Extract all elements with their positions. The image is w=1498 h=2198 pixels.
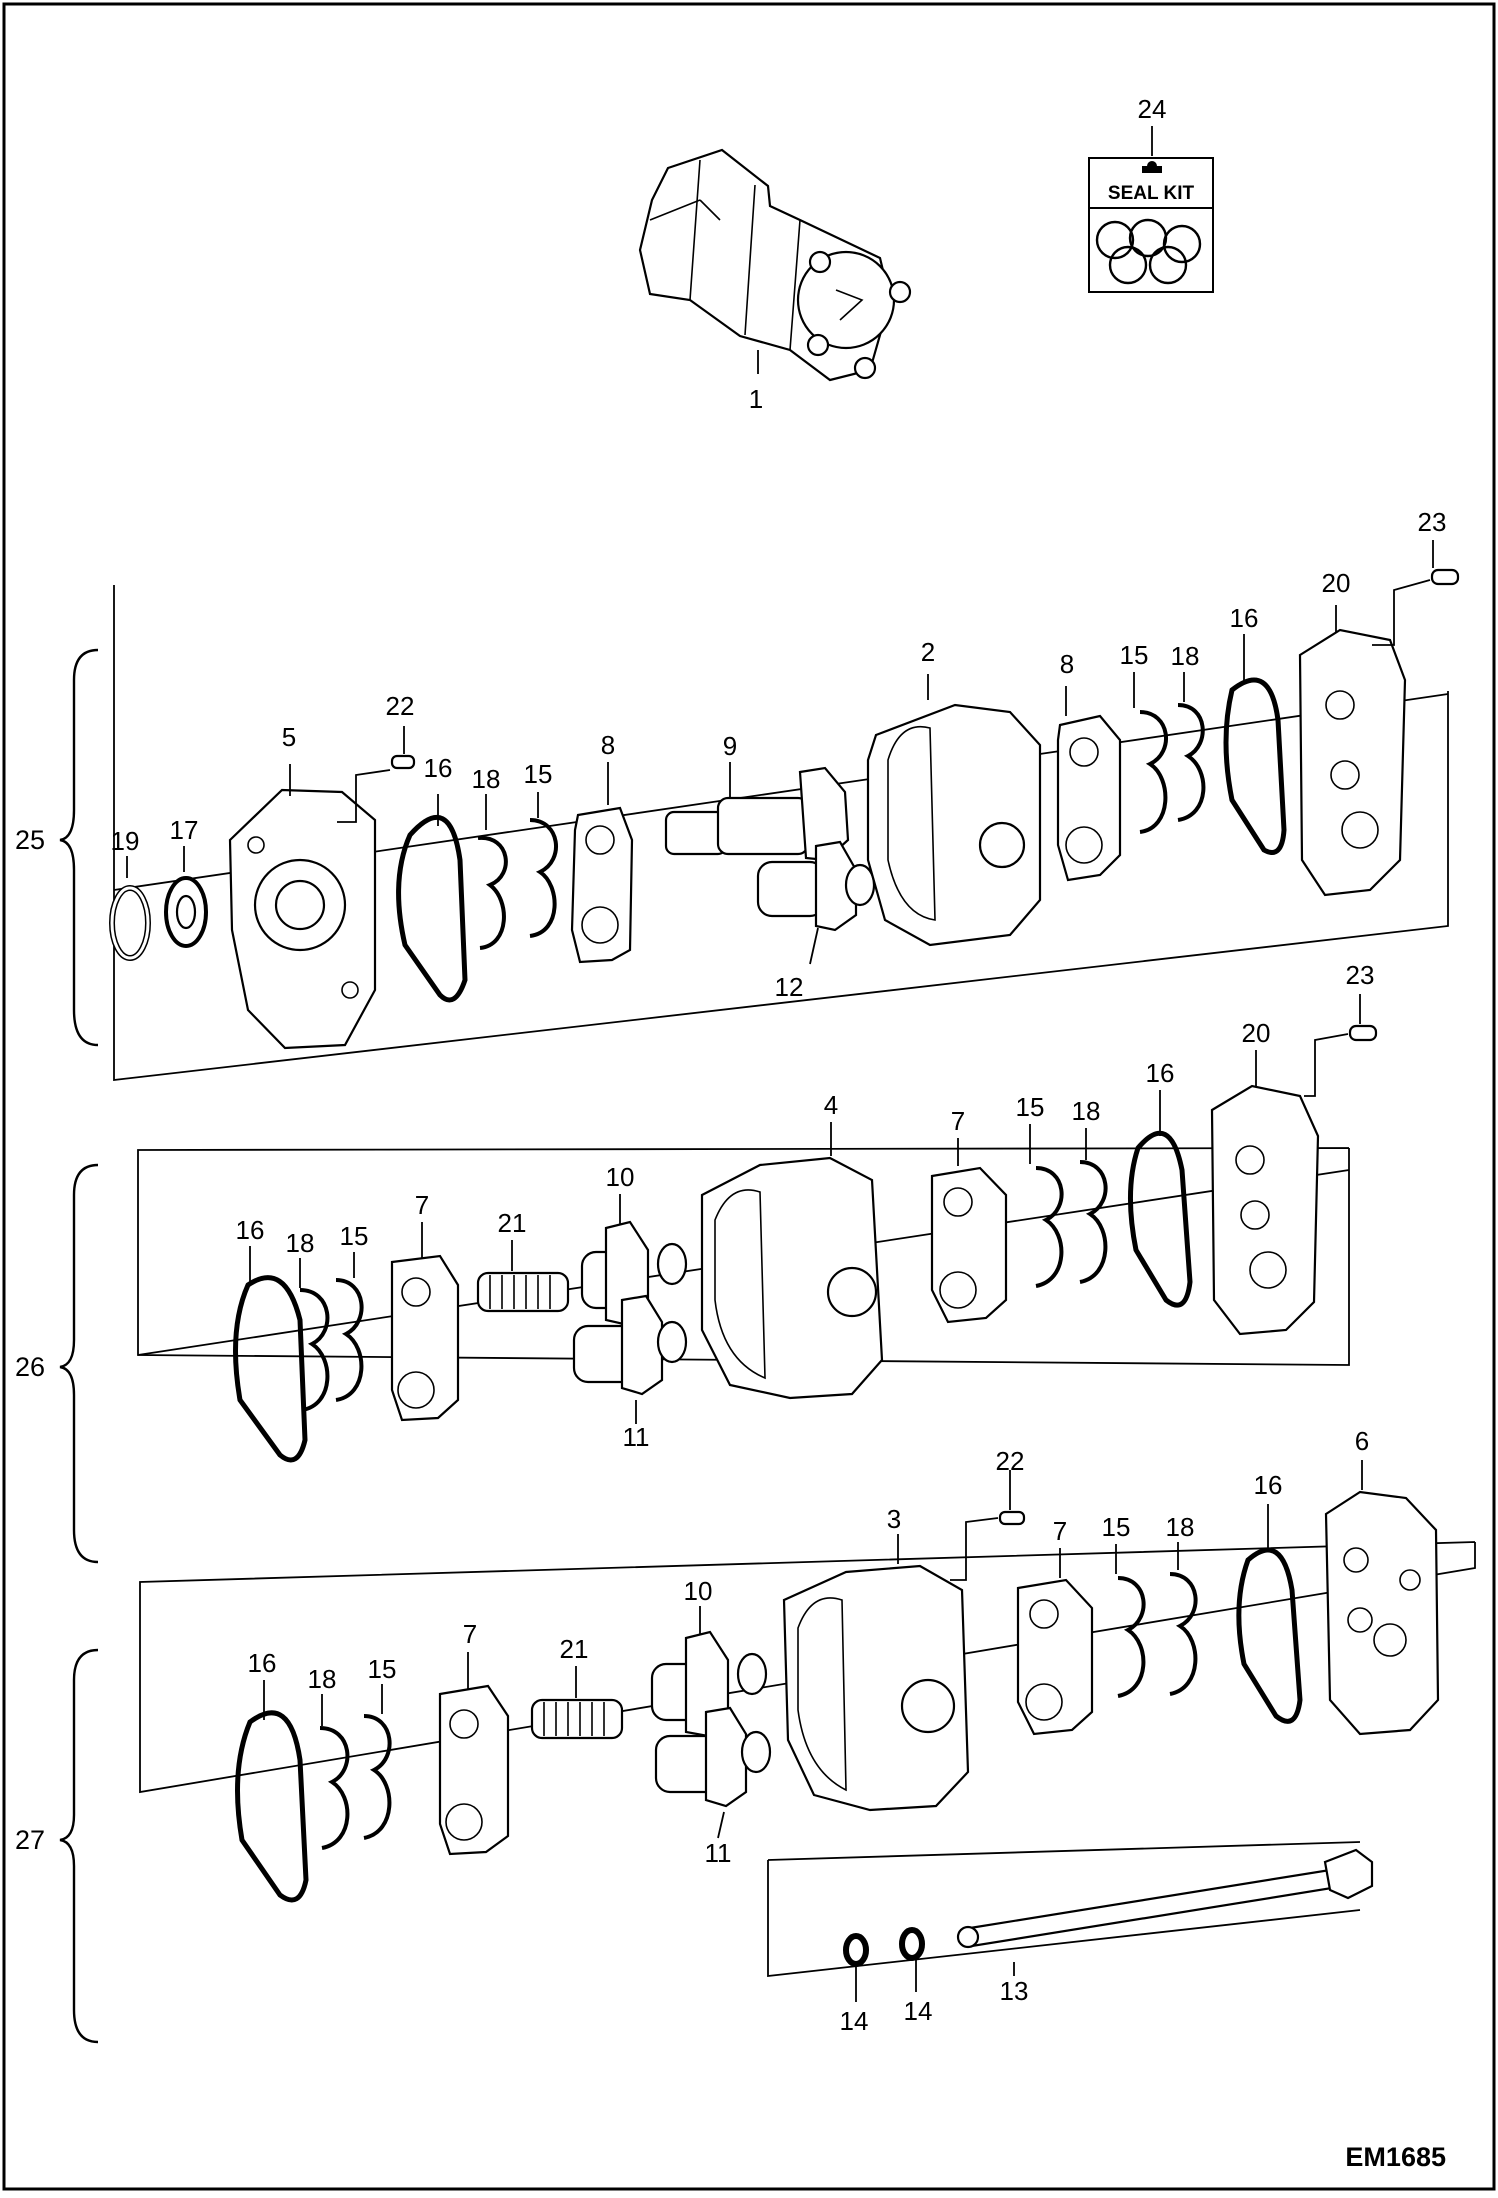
callout-18-s2-left: 18 [286,1228,315,1258]
section-26-parts [233,1024,1378,1463]
group-braces [59,648,99,2044]
callout-16-s1-left: 16 [424,753,453,783]
callout-11-s3: 11 [705,1838,732,1868]
callout-11-s2: 11 [623,1422,650,1452]
section-25-leaders [126,540,1434,965]
callout-15-s2-right: 15 [1016,1092,1045,1122]
callout-16-s3-right: 16 [1254,1470,1283,1500]
callout-17: 17 [170,815,199,845]
callout-18-s3-right: 18 [1166,1512,1195,1542]
callout-21-s3: 21 [560,1634,589,1664]
group-label-27: 27 [15,1825,45,1855]
callout-15-s3-left: 15 [368,1654,397,1684]
callout-7-s2-right: 7 [951,1106,965,1136]
callout-6: 6 [1355,1426,1369,1456]
callout-18-s1-right: 18 [1171,641,1200,671]
group-label-26: 26 [15,1352,45,1382]
section-27-parallelogram [139,1541,1476,1978]
callout-3: 3 [887,1504,901,1534]
callout-19: 19 [111,826,140,856]
callout-14-right: 14 [904,1996,933,2026]
callout-8-s1-left: 8 [601,730,615,760]
callout-16-s2-left: 16 [236,1215,265,1245]
callout-18-s3-left: 18 [308,1664,337,1694]
callout-15-s1-right: 15 [1120,640,1149,670]
callout-15-s3-right: 15 [1102,1512,1131,1542]
callout-22-s3: 22 [996,1446,1025,1476]
callout-20-s1: 20 [1322,568,1351,598]
callout-7-s3-left: 7 [463,1619,477,1649]
callout-24: 24 [1138,94,1167,124]
callout-10-s3: 10 [684,1576,713,1606]
callout-15-s1-left: 15 [524,759,553,789]
drawing-code: EM1685 [1345,2142,1446,2172]
callout-18-s2-right: 18 [1072,1096,1101,1126]
callout-5: 5 [282,722,296,752]
seal-kit-part-24 [1088,126,1214,293]
callout-23-s2: 23 [1346,960,1375,990]
callout-2: 2 [921,637,935,667]
callout-16-s1-right: 16 [1230,603,1259,633]
callout-1: 1 [749,384,763,414]
callout-15-s2-left: 15 [340,1221,369,1251]
callout-22-top: 22 [386,691,415,721]
callout-20-s2: 20 [1242,1018,1271,1048]
callout-4: 4 [824,1090,838,1120]
callout-21-s2: 21 [498,1208,527,1238]
seal-kit-label: SEAL KIT [1108,183,1195,204]
assembled-pump-part-1 [638,148,912,382]
section-27-leaders [263,1460,1363,2002]
section-26-leaders [249,994,1361,1424]
callout-14-left: 14 [840,2006,869,2036]
callout-13: 13 [1000,1976,1029,2006]
callout-7-s2-left: 7 [415,1190,429,1220]
callout-9: 9 [723,731,737,761]
callout-10-s2: 10 [606,1162,635,1192]
section-25-parts [109,568,1460,1050]
callout-18-s1-left: 18 [472,764,501,794]
group-label-25: 25 [15,825,45,855]
callout-16-s2-right: 16 [1146,1058,1175,1088]
callout-16-s3-left: 16 [248,1648,277,1678]
callout-8-s1-right: 8 [1060,649,1074,679]
section-27-parts [235,1490,1440,1967]
callout-12: 12 [775,972,804,1002]
callout-23-s1: 23 [1418,507,1447,537]
callout-7-s3-right: 7 [1053,1516,1067,1546]
